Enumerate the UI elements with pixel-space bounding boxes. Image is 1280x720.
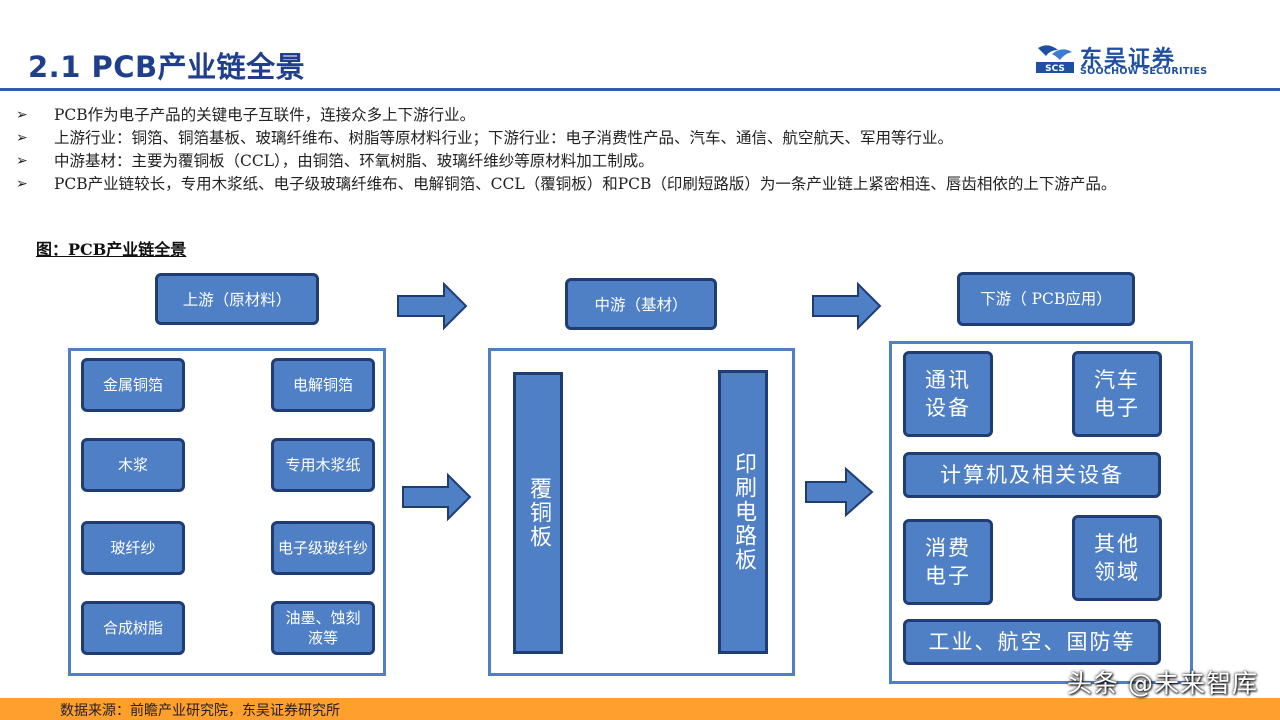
page-title: 2.1 PCB产业链全景 [28, 50, 306, 84]
node-special-pulp-paper: 专用木浆纸 [271, 438, 375, 492]
brand-logo: SCS 东吴证券 SOOCHOW SECURITIES [1036, 44, 1256, 78]
source-bar: 数据来源：前瞻产业研究院，东吴证券研究所 [0, 698, 1280, 720]
node-electrolytic-copper-foil: 电解铜箔 [271, 358, 375, 412]
node-metal-copper-foil: 金属铜箔 [81, 358, 185, 412]
arrow-bullet-icon: ➢ [16, 153, 28, 169]
bullet-item: ➢中游基材：主要为覆铜板（CCL），由铜箔、环氧树脂、玻璃纤维纱等原材料加工制成… [16, 150, 1266, 173]
figure-title: 图：PCB产业链全景 [36, 240, 187, 259]
arrow-bullet-icon: ➢ [16, 107, 28, 123]
title-divider [0, 88, 1280, 91]
bullet-item: ➢PCB作为电子产品的关键电子互联件，连接众多上下游行业。 [16, 104, 1266, 127]
downstream-header: 下游（ PCB应用） [957, 272, 1135, 326]
node-telecom-equipment: 通讯设备 [903, 351, 993, 437]
watermark: 头条 @未来智库 [1067, 669, 1258, 698]
node-synthetic-resin: 合成树脂 [81, 601, 185, 655]
arrow-bullet-icon: ➢ [16, 130, 28, 146]
bullet-item: ➢PCB产业链较长，专用木浆纸、电子级玻璃纤维布、电解铜箔、CCL（覆铜板）和P… [16, 173, 1266, 196]
node-computer-equipment: 计算机及相关设备 [903, 452, 1161, 498]
node-pcb: 印刷电路板 [718, 370, 768, 654]
upstream-header: 上游（原材料） [155, 273, 319, 325]
source-note: 数据来源：前瞻产业研究院，东吴证券研究所 [60, 703, 340, 719]
bullet-list: ➢PCB作为电子产品的关键电子互联件，连接众多上下游行业。 ➢上游行业：铜箔、铜… [16, 104, 1266, 196]
node-auto-electronics: 汽车电子 [1072, 351, 1162, 437]
node-wood-pulp: 木浆 [81, 438, 185, 492]
bullet-item: ➢上游行业：铜箔、铜箔基板、玻璃纤维布、树脂等原材料行业；下游行业：电子消费性产… [16, 127, 1266, 150]
node-consumer-electronics: 消费电子 [903, 519, 993, 605]
node-ink-etching: 油墨、蚀刻液等 [271, 601, 375, 655]
node-ccl: 覆铜板 [513, 372, 563, 654]
midstream-header: 中游（基材） [565, 278, 717, 330]
brand-name-en: SOOCHOW SECURITIES [1080, 66, 1208, 77]
svg-text:SCS: SCS [1045, 64, 1065, 74]
node-electronic-glass-fiber-yarn: 电子级玻纤纱 [271, 521, 375, 575]
scs-logo-icon: SCS [1036, 45, 1074, 74]
node-glass-fiber-yarn: 玻纤纱 [81, 521, 185, 575]
arrow-bullet-icon: ➢ [16, 176, 28, 192]
node-industry-aviation-defense: 工业、航空、国防等 [903, 619, 1161, 665]
node-other-fields: 其他领域 [1072, 515, 1162, 601]
brand-name-cn: 东吴证券 [1080, 47, 1177, 72]
